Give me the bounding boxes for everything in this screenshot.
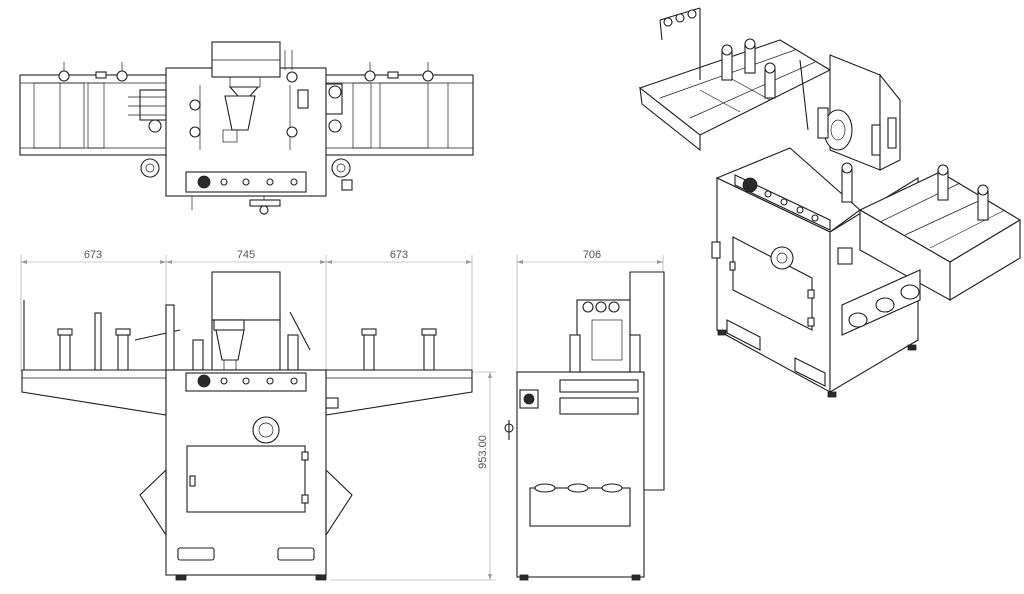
front-label-head [211,271,281,321]
front-wing-rollers [23,300,437,371]
top-label-head [211,41,281,78]
side-view: 706 [504,249,665,581]
top-right-wing [324,74,474,156]
front-handwheel [252,416,280,444]
front-view: 673 745 673 953.00 [20,249,496,581]
top-wing-knobs [58,62,434,82]
isometric-view [638,7,1022,398]
dim-side-depth: 706 [583,249,601,261]
front-dimensions: 673 745 673 953.00 [20,249,496,581]
front-door [186,445,306,513]
dim-left-width: 673 [84,249,102,261]
top-view [19,41,474,215]
dim-right-width: 673 [390,249,408,261]
side-dimensions: 706 [516,249,664,372]
front-left-wing [21,369,167,416]
front-right-wing [325,369,473,416]
dim-center-width: 745 [237,249,255,261]
dim-height: 953.00 [477,435,489,469]
